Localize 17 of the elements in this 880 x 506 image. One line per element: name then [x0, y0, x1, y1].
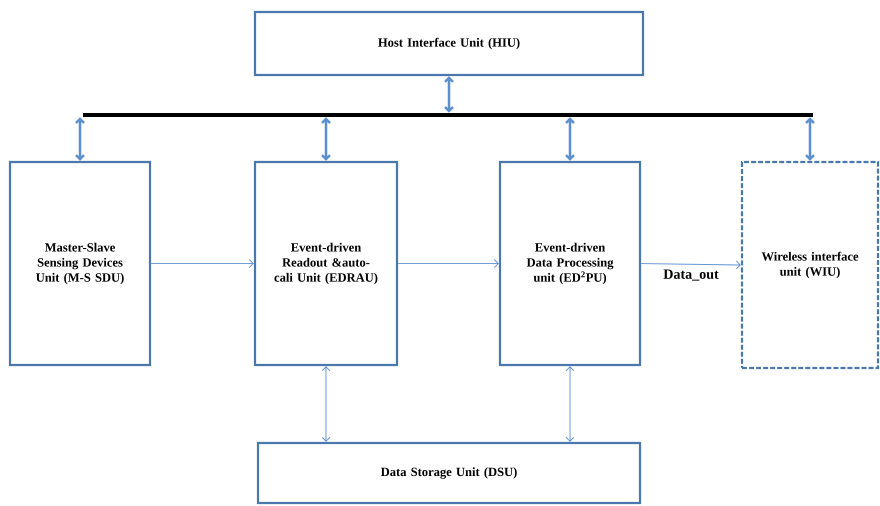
arrow [150, 259, 254, 268]
unit-box: Data Storage Unit (DSU) [256, 442, 642, 504]
arrow [322, 366, 330, 442]
arrow [444, 76, 454, 113]
arrow [321, 117, 331, 161]
arrow [75, 117, 85, 161]
arrow [566, 366, 574, 442]
arrow [565, 117, 575, 161]
unit-box: Event-driven Data Processing unit (ED$^{2}$PU) [498, 160, 642, 366]
unit-box: Event-driven Readout &auto-cali Unit (EDRAU) [254, 160, 398, 366]
unit-box: Wireless interface unit (WIU) [740, 160, 880, 370]
unit-box: Host Interface Unit (HIU) [254, 10, 644, 76]
arrow [398, 259, 499, 268]
arrow [640, 260, 741, 270]
edge-label: Data_out [664, 269, 719, 281]
arrow [805, 117, 815, 161]
unit-box: Master-Slave Sensing Devices Unit (M-S SDU) [8, 160, 152, 366]
